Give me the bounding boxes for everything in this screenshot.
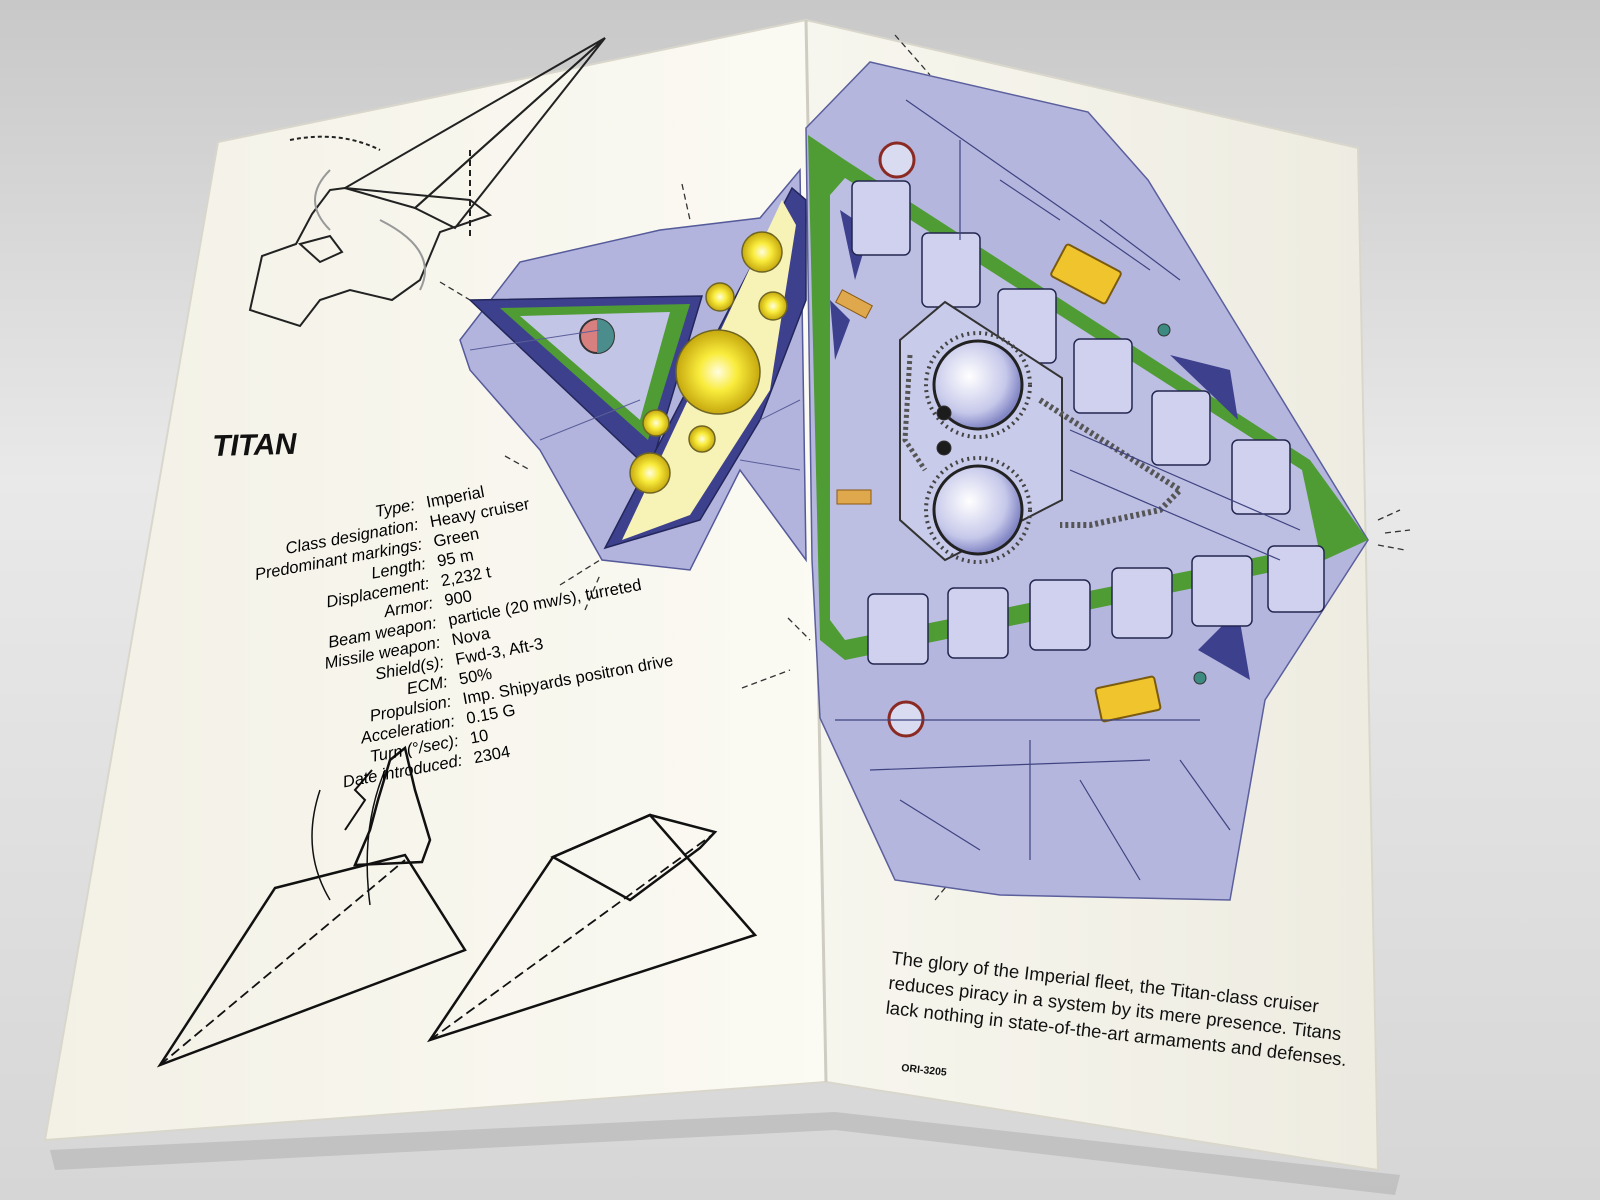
hull-bays-lower [867, 545, 1325, 665]
ship-hull-illustration [805, 61, 1369, 901]
ship-prow-illustration [459, 167, 807, 571]
hull-bays-upper [851, 180, 1291, 515]
spec-value: particle (20 mw/s), turreted [446, 576, 643, 630]
hull-yellow-panels [1050, 243, 1162, 723]
spec-value: 900 [443, 587, 474, 610]
ship-name: TITAN [212, 427, 297, 463]
fold-diagram-bottom [156, 745, 758, 1068]
spec-value: 2304 [472, 742, 512, 768]
fold-diagram-top [248, 37, 606, 328]
hull-portholes [878, 141, 925, 738]
spec-value: 10 [468, 726, 490, 748]
